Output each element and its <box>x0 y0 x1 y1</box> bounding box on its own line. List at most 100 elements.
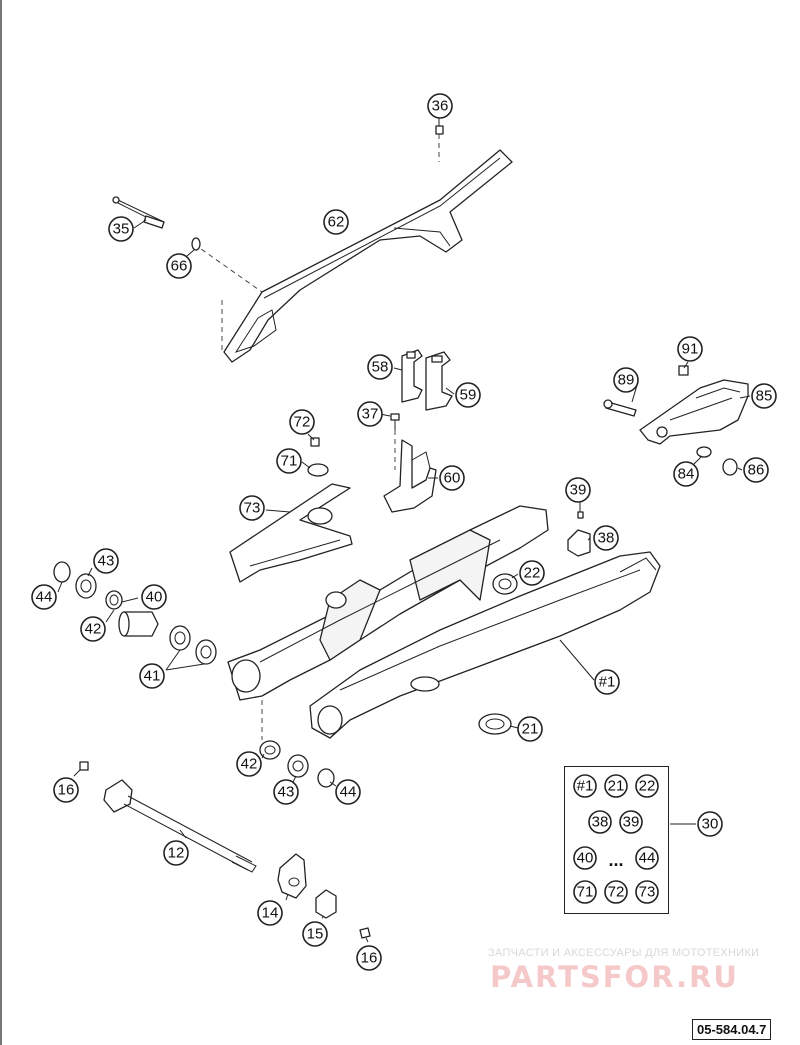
kit-callout-44: 44 <box>634 845 659 870</box>
kit-callout-21: 21 <box>603 773 628 798</box>
svg-text:59: 59 <box>460 387 477 404</box>
kit-callout-72: 72 <box>603 879 628 904</box>
callout-71: 71 <box>276 448 302 474</box>
callout-42-left: 42 <box>80 616 106 642</box>
svg-text:44: 44 <box>36 589 53 606</box>
svg-text:16: 16 <box>361 950 378 967</box>
svg-text:40: 40 <box>146 589 163 606</box>
watermark-tagline: ЗАПЧАСТИ И АКСЕССУАРЫ ДЛЯ МОТОТЕХНИКИ <box>488 947 760 959</box>
kit-callout-73: 73 <box>634 879 659 904</box>
bearing-21-part <box>478 713 512 735</box>
callout-44-right: 44 <box>335 779 361 805</box>
kit-callout-1: #1 <box>572 773 597 798</box>
plate-14-part <box>277 853 307 899</box>
kit-callout-38: 38 <box>587 809 612 834</box>
svg-text:21: 21 <box>607 777 624 794</box>
svg-text:73: 73 <box>244 500 261 517</box>
callout-22: 22 <box>519 560 545 586</box>
watermark-logo: PARTSFOR.RU <box>490 960 739 994</box>
callout-38: 38 <box>593 525 619 551</box>
svg-text:60: 60 <box>444 470 461 487</box>
callout-swingarm-1: #1 <box>594 669 620 695</box>
svg-text:89: 89 <box>618 372 635 389</box>
pivot-bolt-12-part <box>103 779 257 873</box>
svg-text:36: 36 <box>432 98 449 115</box>
washer-66-part <box>191 237 201 251</box>
callout-35: 35 <box>108 216 134 242</box>
callout-89: 89 <box>613 367 639 393</box>
callout-15: 15 <box>302 921 328 947</box>
seal-44-right-part <box>317 768 335 788</box>
svg-text:91: 91 <box>682 341 699 358</box>
nut-91-part <box>678 365 689 376</box>
svg-text:30: 30 <box>702 816 719 833</box>
svg-text:43: 43 <box>98 553 115 570</box>
callout-16-top: 16 <box>53 777 79 803</box>
slider-block-58-part <box>401 349 423 403</box>
seal-44-left-part <box>53 561 71 583</box>
bearing-43-left-part <box>75 573 97 599</box>
svg-text:16: 16 <box>58 782 75 799</box>
spacer-86-part <box>722 458 738 476</box>
callout-21: 21 <box>517 716 543 742</box>
chain-guard-part <box>193 149 513 363</box>
callout-30: 30 <box>697 811 723 837</box>
svg-text:40: 40 <box>576 849 593 866</box>
callout-66: 66 <box>166 253 192 279</box>
svg-text:86: 86 <box>748 462 765 479</box>
svg-text:35: 35 <box>113 221 130 238</box>
bolt-35-part <box>112 196 165 229</box>
svg-text:85: 85 <box>756 388 773 405</box>
svg-text:58: 58 <box>372 359 389 376</box>
svg-text:44: 44 <box>638 849 655 866</box>
callout-58: 58 <box>367 354 393 380</box>
svg-text:22: 22 <box>524 565 541 582</box>
callout-12: 12 <box>163 840 189 866</box>
svg-text:38: 38 <box>591 813 608 830</box>
callout-85: 85 <box>751 383 777 409</box>
bearing-41-part <box>169 625 217 665</box>
svg-text:37: 37 <box>362 406 379 423</box>
frame-left-border <box>0 0 2 1045</box>
drawing-number-label: 05-584.04.7 <box>692 1019 772 1040</box>
callout-36: 36 <box>427 93 453 119</box>
kit-callout-39: 39 <box>618 809 643 834</box>
svg-text:42: 42 <box>241 756 258 773</box>
svg-text:66: 66 <box>171 258 188 275</box>
washer-42-left-part <box>105 590 123 610</box>
callout-44-left: 44 <box>31 584 57 610</box>
bush-71-part <box>307 463 329 477</box>
callout-59: 59 <box>455 382 481 408</box>
svg-text:22: 22 <box>638 777 655 794</box>
slider-block-59-part <box>425 351 453 411</box>
svg-text:#1: #1 <box>576 777 593 794</box>
svg-text:62: 62 <box>328 214 345 231</box>
nut-16-top-part <box>79 761 89 771</box>
washer-42-right-part <box>259 740 281 760</box>
nut-15-part <box>315 889 337 919</box>
svg-text:14: 14 <box>262 905 279 922</box>
callout-91: 91 <box>677 336 703 362</box>
callout-16-bottom: 16 <box>356 945 382 971</box>
callout-62: 62 <box>323 209 349 235</box>
callout-86: 86 <box>743 457 769 483</box>
callout-42-right: 42 <box>236 751 262 777</box>
callout-72: 72 <box>289 409 315 435</box>
svg-text:39: 39 <box>570 482 587 499</box>
callout-39: 39 <box>565 477 591 503</box>
screw-72-part <box>310 437 320 447</box>
callout-41: 41 <box>139 663 165 689</box>
chain-slider-85-part <box>639 379 749 445</box>
kit-ellipsis: ... <box>608 850 623 870</box>
svg-text:42: 42 <box>85 621 102 638</box>
svg-text:44: 44 <box>340 784 357 801</box>
svg-text:72: 72 <box>294 414 311 431</box>
svg-text:41: 41 <box>144 668 161 685</box>
washer-84-part <box>696 446 712 458</box>
svg-text:73: 73 <box>638 883 655 900</box>
kit-30-contents-box: #1 21 22 38 39 40 ... 44 71 72 73 <box>564 766 669 914</box>
svg-text:38: 38 <box>598 530 615 547</box>
callout-40: 40 <box>141 584 167 610</box>
swingarm-main-part <box>227 505 661 739</box>
callout-84: 84 <box>673 461 699 487</box>
